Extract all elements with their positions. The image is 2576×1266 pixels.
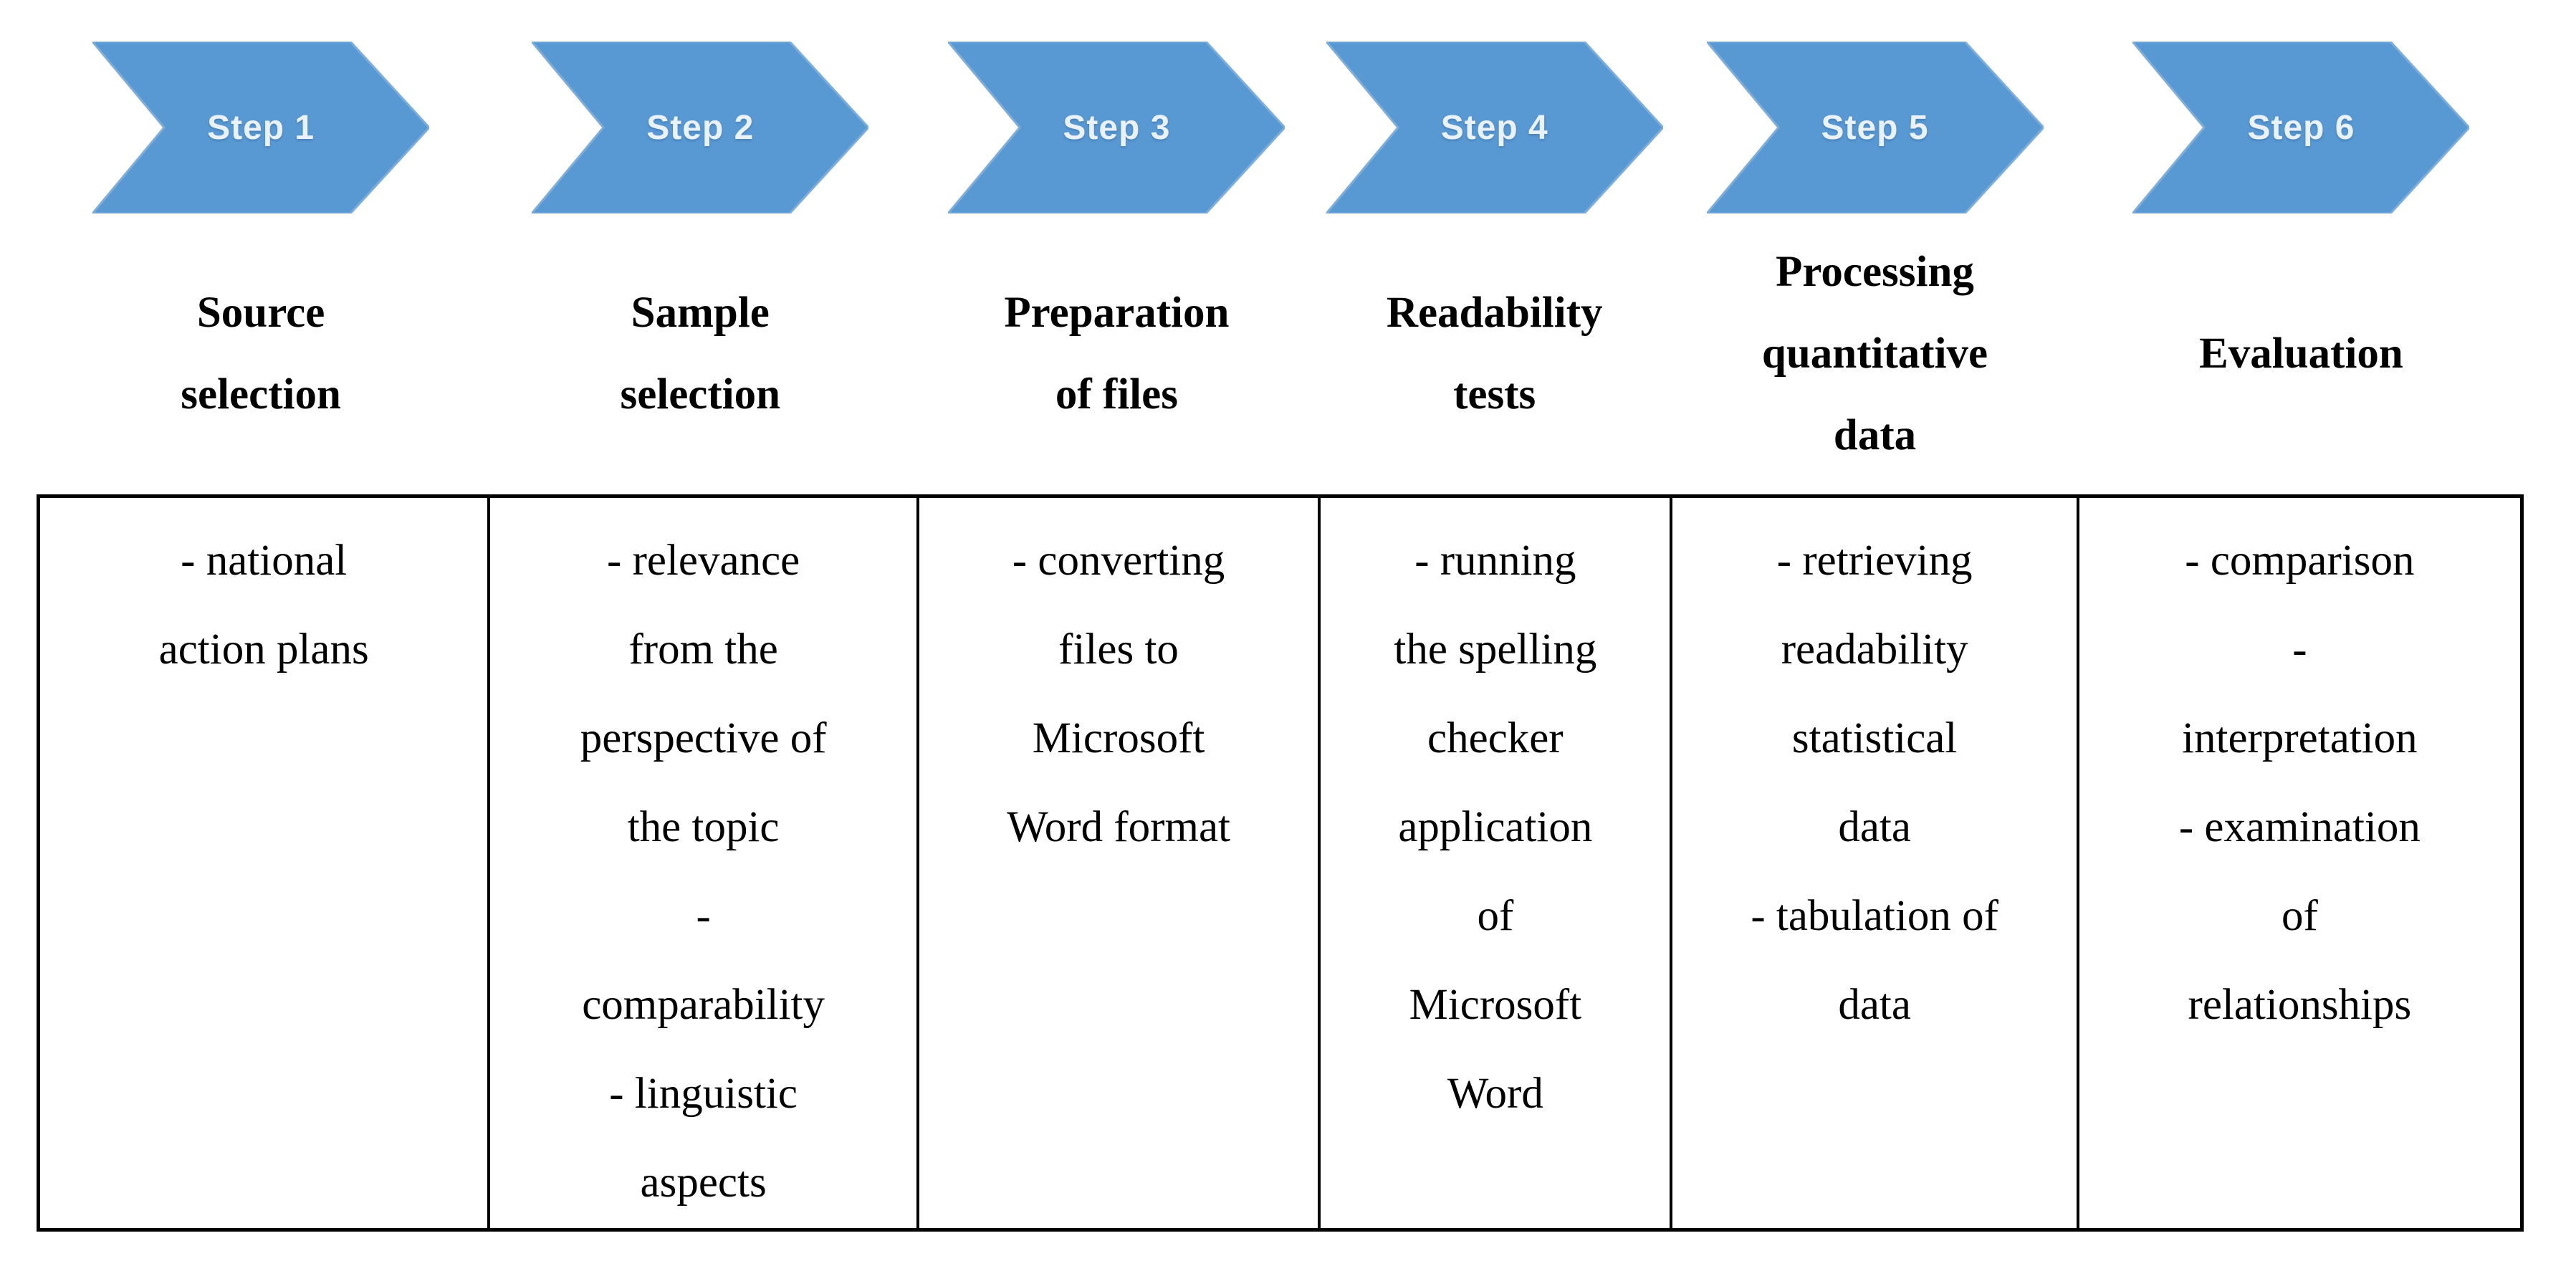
step-label: Step 5	[1821, 108, 1929, 147]
step-label: Step 6	[2247, 108, 2355, 147]
step-title-4: Readability tests	[1386, 289, 1603, 418]
chevron-arrow-icon	[948, 42, 1285, 214]
step-title-2: Sample selection	[620, 289, 781, 418]
details-cell-5: - retrieving readability statistical dat…	[1670, 498, 2076, 1228]
step-arrow-5: Step 5	[1671, 42, 2079, 214]
chevron-arrow-icon	[2132, 42, 2470, 214]
chevron-shape	[948, 42, 1285, 214]
chevron-shape	[1326, 42, 1663, 214]
details-cell-1: - national action plans	[158, 537, 369, 673]
chevron-arrow-1: Step 1	[92, 42, 430, 214]
details-cell-2: - relevance from the perspective of the …	[487, 498, 916, 1228]
step-label: Step 4	[1440, 108, 1548, 147]
chevron-shape	[532, 42, 869, 214]
step-title-5: Processing quantitative data	[1761, 248, 1988, 459]
step-arrow-1: Step 1	[37, 42, 485, 214]
step-arrow-6: Step 6	[2079, 42, 2524, 214]
chevron-arrow-5: Step 5	[1706, 42, 2044, 214]
chevron-arrow-2: Step 2	[532, 42, 869, 214]
chevron-arrow-icon	[532, 42, 869, 214]
chevron-shape	[92, 42, 430, 214]
chevron-arrow-icon	[1706, 42, 2044, 214]
details-cell-4: - running the spelling checker applicati…	[1318, 498, 1670, 1228]
chevron-arrow-3: Step 3	[948, 42, 1285, 214]
chevron-arrow-6: Step 6	[2132, 42, 2470, 214]
chevron-arrow-icon	[1326, 42, 1663, 214]
step-title-6: Evaluation	[2199, 330, 2403, 378]
details-table: - national action plans - relevance from…	[37, 494, 2524, 1232]
step-title-1: Source selection	[181, 289, 341, 418]
chevron-shape	[2132, 42, 2470, 214]
chevron-arrow-4: Step 4	[1326, 42, 1663, 214]
step-label: Step 1	[207, 108, 315, 147]
details-cell-6: - comparison - interpretation - examinat…	[2076, 498, 2520, 1228]
steps-arrow-row: Step 1 Step 2 Step 3	[37, 42, 2524, 214]
step-label: Step 2	[646, 108, 755, 147]
step-label: Step 3	[1063, 108, 1171, 147]
step-arrow-3: Step 3	[915, 42, 1318, 214]
step-arrow-4: Step 4	[1318, 42, 1671, 214]
step-title-3: Preparation of files	[1004, 289, 1230, 418]
chevron-shape	[1706, 42, 2044, 214]
step-arrow-2: Step 2	[485, 42, 915, 214]
chevron-arrow-icon	[92, 42, 430, 214]
step-titles-row: Source selection Sample selection Prepar…	[37, 214, 2524, 494]
details-cell-3: - converting files to Microsoft Word for…	[916, 498, 1318, 1228]
